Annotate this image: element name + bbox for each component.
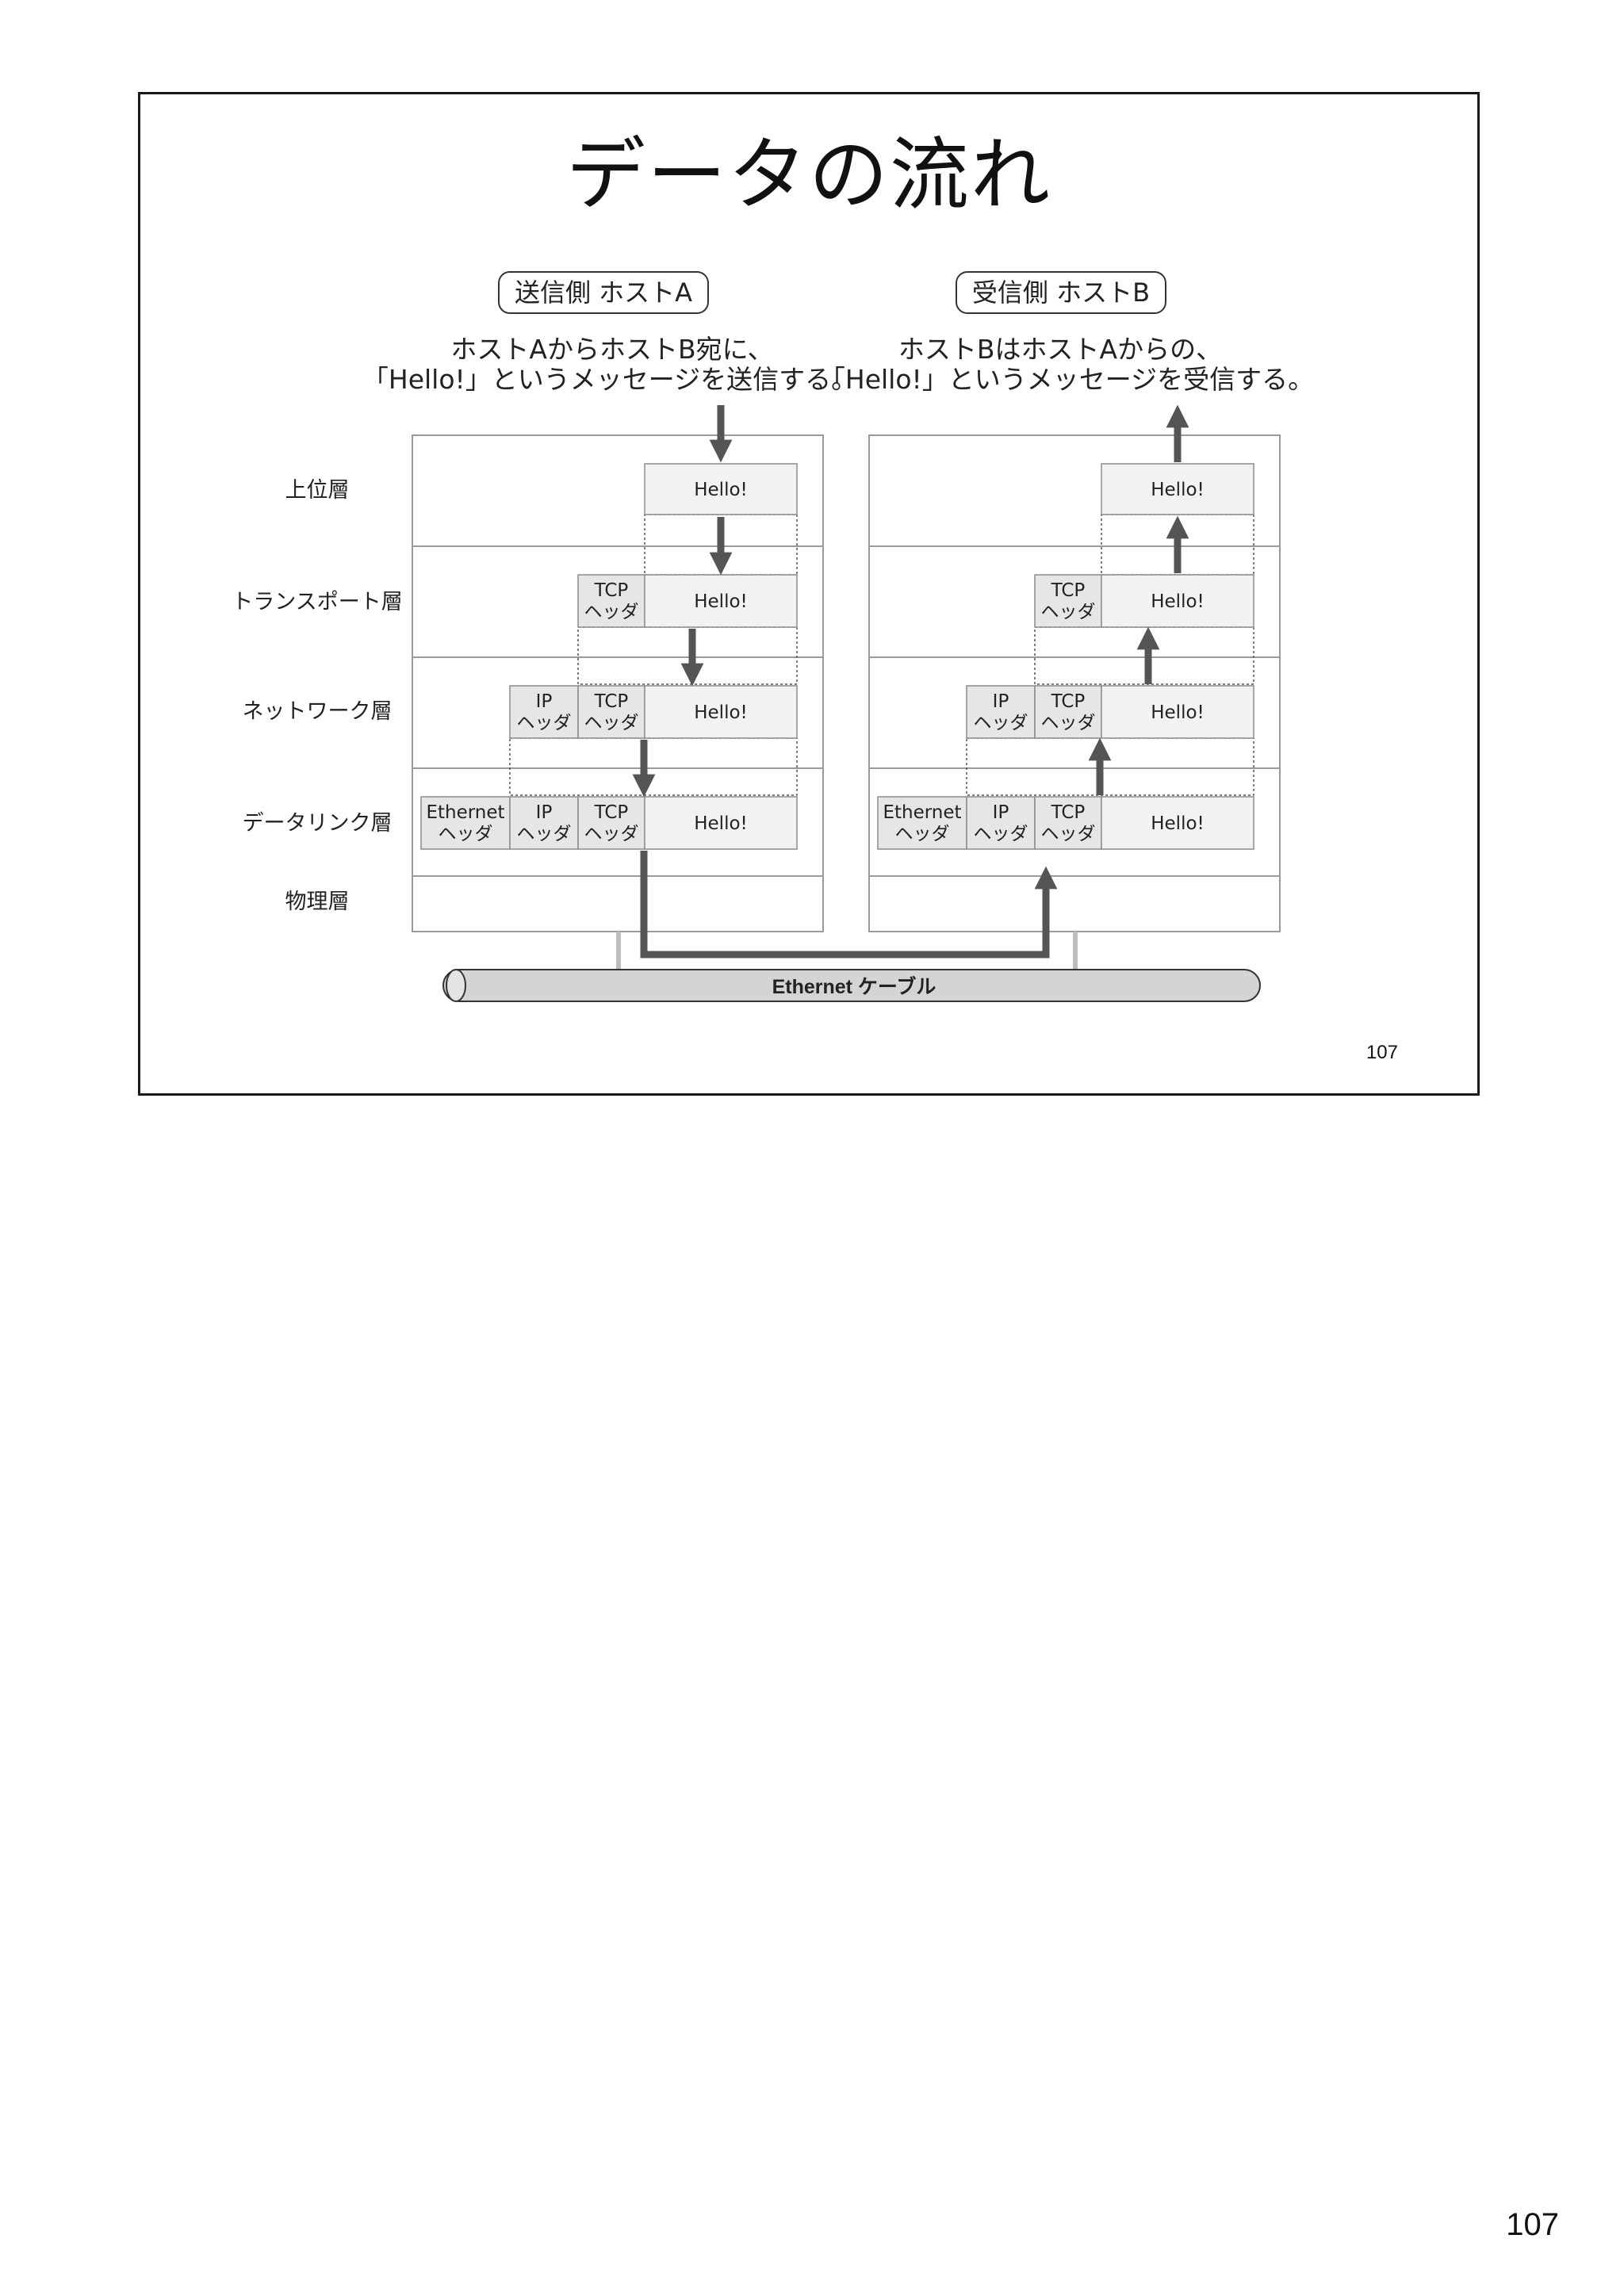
receiver-dl-tcp: TCP (1051, 802, 1086, 823)
receiver-tp-tcp: TCP (1051, 580, 1086, 601)
sender-tp-tcp: TCP (594, 580, 629, 601)
slide: データの流れ 送信側 ホストA 受信側 ホストB ホストAからホストB宛に、 「… (138, 92, 1480, 1096)
receiver-desc-line2: 「Hello!」というメッセージを受信する。 (819, 364, 1314, 395)
receiver-dl-tcp-header: ヘッダ (1041, 824, 1096, 844)
receiver-dl-eth: Ethernet (883, 802, 961, 823)
receiver-host-pill (956, 271, 1166, 314)
sender-cell-texts: Hello! TCP ヘッダ Hello! IP ヘッダ TCP ヘッダ Hel… (426, 480, 747, 844)
sender-host-pill (498, 271, 709, 314)
sender-host-label: 送信側 ホストA (515, 277, 692, 308)
layer-label-transport: トランスポート層 (232, 590, 402, 614)
sender-dl-tcp-header: ヘッダ (584, 824, 639, 844)
sender-dl-data: Hello! (694, 813, 748, 834)
sender-dl-ip-header: ヘッダ (517, 824, 572, 844)
receiver-nw-data: Hello! (1151, 702, 1205, 723)
sender-tp-tcp-header: ヘッダ (584, 602, 639, 622)
sender-upper-data: Hello! (694, 480, 748, 500)
sender-nw-ip: IP (536, 691, 553, 712)
receiver-cell-texts: Hello! TCP ヘッダ Hello! IP ヘッダ TCP ヘッダ Hel… (883, 480, 1204, 844)
receiver-dl-eth-header: ヘッダ (895, 824, 950, 844)
receiver-cells (877, 463, 1254, 850)
layer-label-application: 上位層 (285, 478, 350, 503)
layer-label-datalink: データリンク層 (243, 811, 393, 836)
data-flow-diagram: 送信側 ホストA 受信側 ホストB ホストAからホストB宛に、 「Hello!」… (232, 271, 1314, 1002)
receiver-tp-data: Hello! (1151, 591, 1205, 612)
arrow-physical-path (640, 851, 1058, 959)
page-number: 107 (1506, 2207, 1559, 2242)
sender-dl-eth-header: ヘッダ (439, 824, 493, 844)
sender-nw-ip-header: ヘッダ (517, 713, 572, 733)
receiver-nw-tcp: TCP (1051, 691, 1086, 712)
receiver-dl-data: Hello! (1151, 813, 1205, 834)
sender-nw-tcp-header: ヘッダ (584, 713, 639, 733)
slide-number: 107 (1365, 1042, 1398, 1063)
receiver-tp-tcp-header: ヘッダ (1041, 602, 1096, 622)
slide-title: データの流れ (566, 128, 1051, 221)
sender-cells (420, 463, 798, 850)
receiver-nw-tcp-header: ヘッダ (1041, 713, 1096, 733)
sender-desc-line2: 「Hello!」というメッセージを送信する。 (362, 364, 857, 395)
sender-tp-data: Hello! (694, 591, 748, 612)
sender-dl-tcp: TCP (594, 802, 629, 823)
receiver-desc-line1: ホストBはホストAからの、 (898, 334, 1222, 365)
receiver-dl-ip: IP (993, 802, 1009, 823)
sender-desc-line1: ホストAからホストB宛に、 (450, 334, 773, 365)
receiver-upper-data: Hello! (1151, 480, 1205, 500)
layer-label-network: ネットワーク層 (243, 699, 393, 724)
receiver-nw-ip: IP (993, 691, 1009, 712)
receiver-dl-ip-header: ヘッダ (974, 824, 1028, 844)
ethernet-cable: Ethernet ケーブル (442, 932, 1261, 1002)
sender-dl-ip: IP (536, 802, 553, 823)
sender-nw-tcp: TCP (594, 691, 629, 712)
sender-dl-eth: Ethernet (426, 802, 504, 823)
receiver-host-label: 受信側 ホストB (972, 277, 1150, 308)
layer-label-physical: 物理層 (285, 890, 350, 914)
flow-arrows (632, 404, 1189, 959)
cable-label: Ethernet ケーブル (772, 975, 936, 998)
receiver-nw-ip-header: ヘッダ (974, 713, 1028, 733)
sender-nw-data: Hello! (694, 702, 748, 723)
